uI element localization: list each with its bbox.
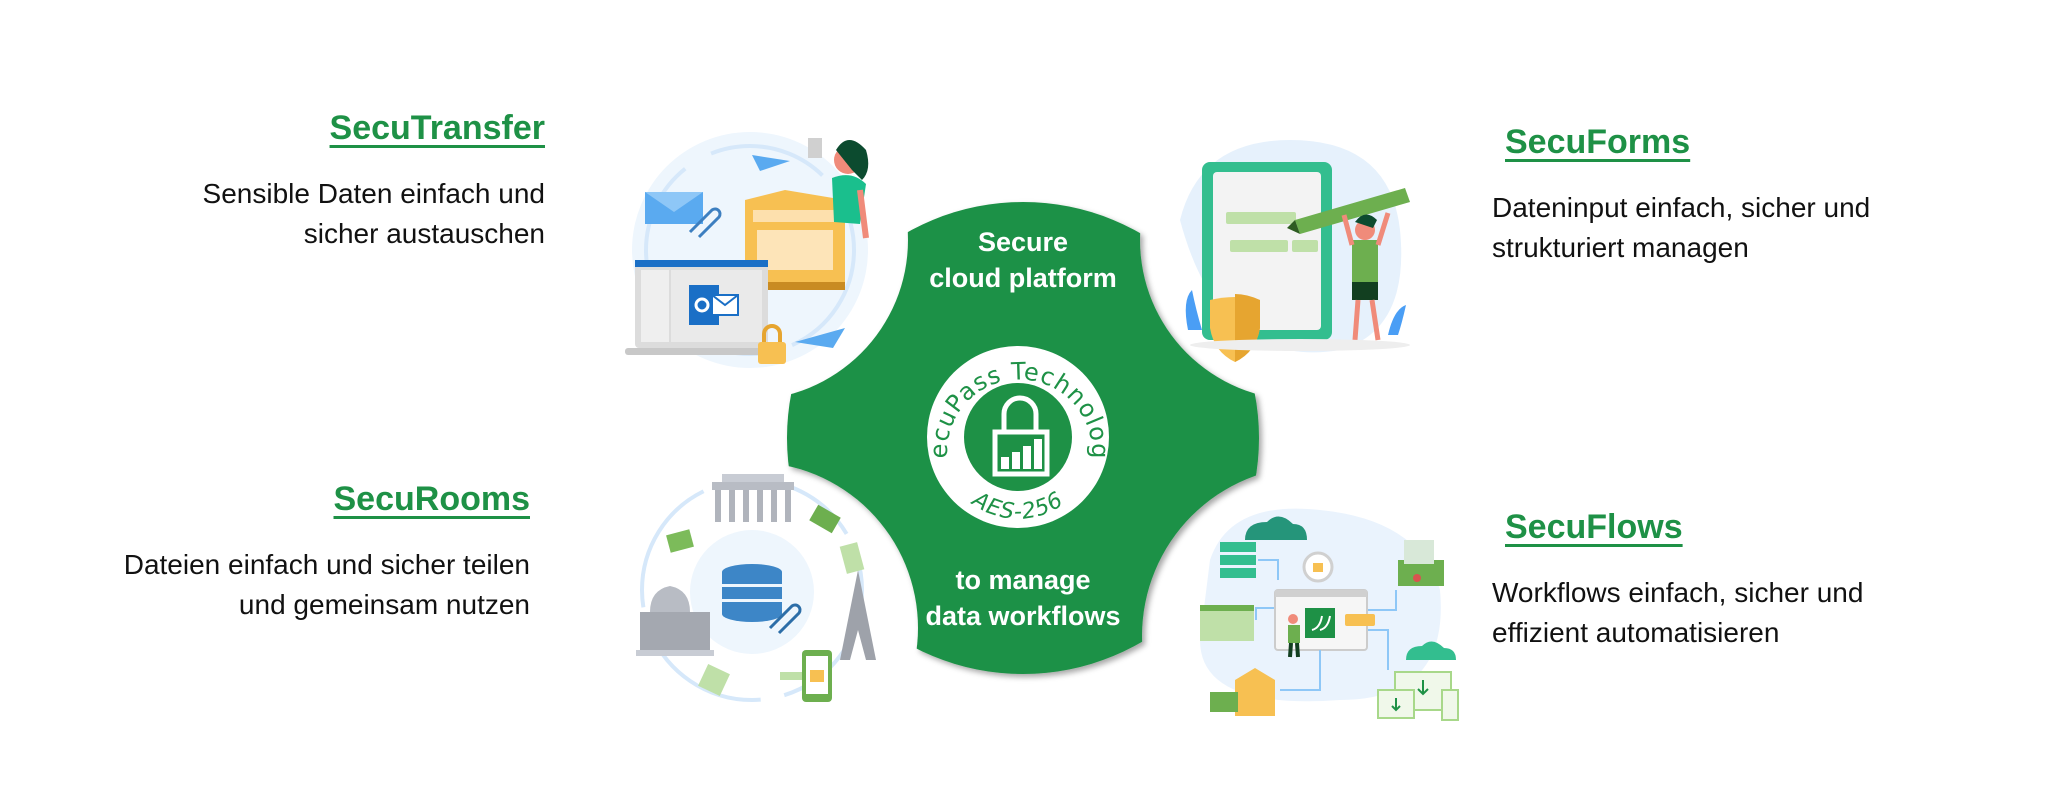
product-secutransfer: SecuTransfer Sensible Daten einfach und … <box>203 108 545 254</box>
email-transfer-illustration <box>625 132 869 368</box>
secuforms-link[interactable]: SecuForms <box>1505 123 1691 161</box>
form-filling-illustration <box>1180 140 1410 362</box>
description-line: sicher austauschen <box>303 218 545 249</box>
secuforms-description: Dateninput einfach, sicher und strukturi… <box>1492 188 1870 268</box>
description-line: effizient automatisieren <box>1492 617 1780 648</box>
secuflows-link[interactable]: SecuFlows <box>1505 508 1683 546</box>
hub-bottom-caption: to manage data workflows <box>873 562 1173 634</box>
product-securooms: SecuRooms Dateien einfach und sicher tei… <box>124 479 530 625</box>
secutransfer-description: Sensible Daten einfach und sicher austau… <box>203 174 545 254</box>
data-room-sharing-illustration <box>636 474 876 702</box>
securooms-link[interactable]: SecuRooms <box>333 480 531 518</box>
product-secuflows: SecuFlows Workflows einfach, sicher und … <box>1492 507 1863 653</box>
hub-top-line2: cloud platform <box>929 263 1117 293</box>
description-line: und gemeinsam nutzen <box>238 589 530 620</box>
description-line: Dateninput einfach, sicher und <box>1492 192 1871 223</box>
hub-top-caption: Secure cloud platform <box>873 224 1173 296</box>
secuflows-description: Workflows einfach, sicher und effizient … <box>1492 573 1863 653</box>
signal-bars-icon <box>1001 439 1042 469</box>
description-line: strukturiert managen <box>1492 232 1749 263</box>
hub-bottom-line2: data workflows <box>925 601 1121 631</box>
workflow-automation-illustration <box>1200 508 1459 721</box>
description-line: Sensible Daten einfach und <box>202 178 545 209</box>
securooms-description: Dateien einfach und sicher teilen und ge… <box>124 545 530 625</box>
hub-bottom-line1: to manage <box>955 565 1091 595</box>
product-secuforms: SecuForms Dateninput einfach, sicher und… <box>1492 122 1870 268</box>
hub-top-line1: Secure <box>977 227 1069 257</box>
description-line: Dateien einfach und sicher teilen <box>123 549 530 580</box>
secutransfer-link[interactable]: SecuTransfer <box>329 109 545 147</box>
description-line: Workflows einfach, sicher und <box>1492 577 1864 608</box>
